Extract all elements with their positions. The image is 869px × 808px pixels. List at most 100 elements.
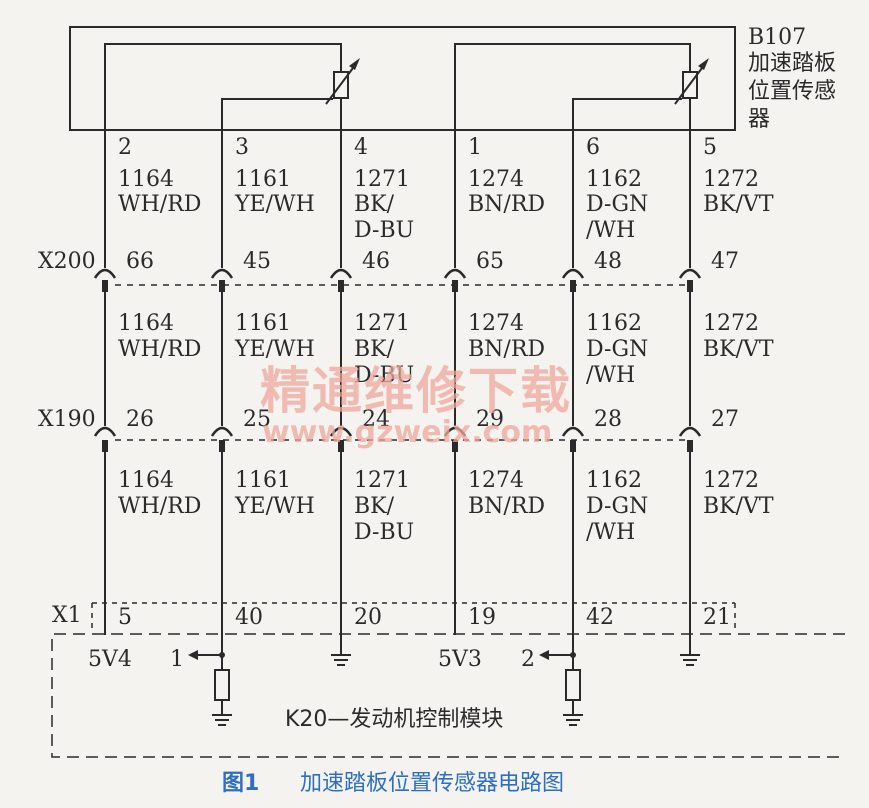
wire-code: 1162 (586, 468, 642, 493)
x190-pin-num: 25 (243, 407, 271, 432)
module-internals (196, 654, 581, 715)
x200-pin-block (219, 280, 225, 292)
connector-x200-pins (102, 280, 693, 292)
supply-5v4: 5V4 (88, 647, 132, 672)
ground-icon (331, 654, 351, 666)
x200-pin-num: 47 (711, 249, 739, 274)
wire-color: WH/RD (118, 494, 201, 519)
ground-icons (212, 654, 700, 726)
x200-pin-num: 48 (594, 249, 622, 274)
x200-pin-num: 65 (476, 249, 504, 274)
x200-terminal (443, 268, 467, 279)
x200-pin-num: 66 (126, 249, 154, 274)
wire-color: /WH (586, 363, 635, 388)
x200-terminal (561, 268, 585, 279)
x1-pin-num: 40 (235, 605, 263, 630)
wire-color: D-BU (354, 218, 414, 243)
wire-color: YE/WH (234, 192, 315, 217)
wire-labels-block-2: 1164 WH/RD 1161 YE/WH 1271 BK/ D-BU 1274… (118, 311, 774, 388)
x190-pin-block (452, 440, 458, 452)
x200-terminal (678, 268, 702, 279)
signal-2-label: 2 (521, 647, 535, 672)
x200-pin-num: 46 (362, 249, 390, 274)
wire-color: BK/ (354, 494, 395, 519)
connector-name-x190: X190 (38, 407, 96, 432)
resistor2 (565, 669, 581, 701)
wire-color: BN/RD (468, 494, 545, 519)
signal-1-label: 1 (170, 647, 184, 672)
x1-pin-num: 21 (703, 605, 731, 630)
sensor-b107 (69, 26, 736, 131)
connector-x190-pins (102, 440, 693, 452)
wire-color: BK/ (354, 192, 395, 217)
x200-terminal (93, 268, 117, 279)
sensor-pin: 2 (118, 135, 132, 160)
x190-pin-block (219, 440, 225, 452)
pot1-arrowhead (349, 58, 360, 70)
sensor-name-2: 位置传感 (748, 79, 836, 104)
junction-dot (219, 652, 225, 658)
x1-pin-num: 42 (586, 605, 614, 630)
wire-code: 1164 (118, 468, 174, 493)
supply-5v3: 5V3 (438, 647, 482, 672)
x1-pin-num: 19 (468, 605, 496, 630)
junction-dot (570, 652, 576, 658)
wire-code: 1161 (235, 468, 291, 493)
wire-code: 1161 (235, 311, 291, 336)
connector-name-x1: X1 (52, 603, 82, 628)
x190-pin-num: 24 (362, 407, 390, 432)
wire-code: 1164 (118, 311, 174, 336)
wire-code: 1272 (703, 468, 759, 493)
x200-pin-block (338, 280, 344, 292)
pot2-arrowhead (698, 58, 709, 70)
wire-code: 1161 (235, 167, 291, 192)
x190-terminal (678, 426, 702, 437)
wire-color: YE/WH (234, 494, 315, 519)
x190-terminal (210, 426, 234, 437)
caption-fig: 图1 (222, 771, 259, 796)
wire-code: 1271 (354, 468, 410, 493)
module-k20-border (51, 633, 845, 758)
pot1-track (104, 43, 342, 130)
x190-pin-block (102, 440, 108, 452)
wire-color: BN/RD (468, 337, 545, 362)
pot1-wiper (221, 98, 333, 130)
connector-x1 (91, 602, 736, 632)
sensor-pin: 3 (235, 135, 249, 160)
wire-code: 1274 (468, 311, 524, 336)
x1-pin-num: 20 (354, 605, 382, 630)
signal2-arrowhead (539, 650, 549, 660)
watermark-title: 精通维修下载 (260, 362, 572, 420)
pot2-wiper (572, 98, 682, 130)
x190-pin-num: 27 (711, 407, 739, 432)
x200-pin-num: 45 (243, 249, 271, 274)
wire-color: WH/RD (118, 337, 201, 362)
wire-code: 1272 (703, 311, 759, 336)
pot2-arrow-line (674, 63, 706, 105)
x200-pin-block (687, 280, 693, 292)
ground-icon (680, 654, 700, 666)
wire-color: BK/VT (703, 192, 774, 217)
wire-color: BK/VT (703, 494, 774, 519)
wire-labels-block-3: 1164 WH/RD 1161 YE/WH 1271 BK/ D-BU 1274… (118, 468, 774, 545)
x190-pin-block (570, 440, 576, 452)
wires (104, 130, 691, 655)
x200-pin-block (102, 280, 108, 292)
x190-terminal (329, 426, 353, 437)
wire-color: D-GN (586, 494, 648, 519)
x190-terminal (443, 426, 467, 437)
wire-code: 1271 (354, 311, 410, 336)
wire-code: 1271 (354, 167, 410, 192)
wire-color: WH/RD (118, 192, 201, 217)
x190-pin-num: 29 (476, 407, 504, 432)
wire-code: 1162 (586, 311, 642, 336)
wire-color: BK/ (354, 337, 395, 362)
wire-labels-block-1: 1164 WH/RD 1161 YE/WH 1271 BK/ D-BU 1274… (118, 167, 774, 243)
sensor-name-3: 器 (748, 107, 770, 132)
wire-code: 1162 (586, 167, 642, 192)
wire-color: D-GN (586, 337, 648, 362)
sensor-name-1: 加速踏板 (748, 51, 836, 76)
x190-terminal (561, 426, 585, 437)
ground-icon (563, 714, 583, 726)
